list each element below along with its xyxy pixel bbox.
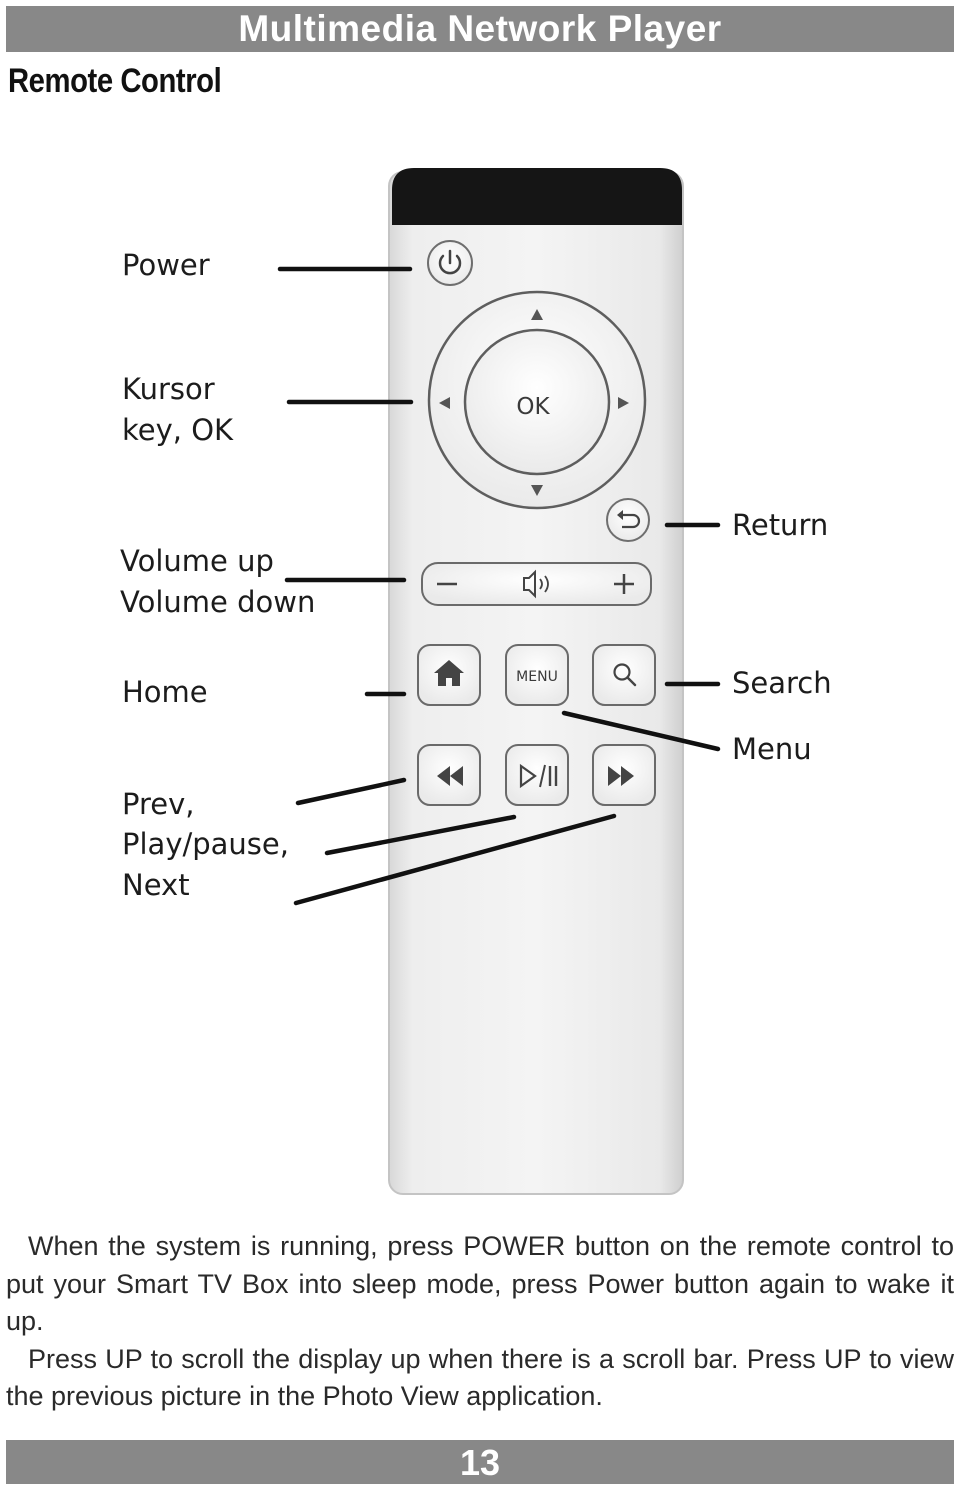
arrow-left-icon	[439, 397, 450, 409]
body-paragraph: Press UP to scroll the display up when t…	[6, 1343, 954, 1412]
home-icon	[434, 660, 464, 686]
ok-label: OK	[516, 394, 550, 420]
speaker-icon	[523, 569, 549, 599]
page-number: 13	[459, 1442, 501, 1483]
fast-forward-icon	[608, 766, 634, 786]
callout-menu: Menu	[732, 732, 812, 766]
callout-leader-lines	[277, 266, 721, 906]
callout-prev: Prev,	[122, 787, 195, 821]
leader-prev	[295, 777, 407, 806]
arrow-up-icon	[531, 309, 543, 320]
callout-kursor-line1: Kursor	[122, 372, 215, 406]
callout-play-pause: Play/pause,	[122, 827, 289, 861]
callout-kursor-line2: key, OK	[122, 413, 234, 447]
play-pause-icon	[519, 763, 558, 789]
menu-button[interactable]: MENU	[505, 644, 569, 706]
callout-volume-down: Volume down	[120, 585, 316, 619]
power-icon	[438, 249, 462, 275]
header-title: Multimedia Network Player	[238, 8, 722, 49]
arrow-right-icon	[618, 397, 629, 409]
leader-menu	[561, 710, 721, 752]
remote-control-diagram: OK MENU	[277, 168, 721, 1195]
arrow-down-icon	[531, 485, 543, 496]
volume-rocker[interactable]	[421, 562, 652, 606]
callout-home: Home	[122, 675, 208, 709]
power-button[interactable]	[427, 240, 473, 286]
callout-volume-up: Volume up	[120, 544, 274, 578]
search-icon	[613, 663, 637, 687]
next-button[interactable]	[592, 744, 656, 806]
callout-next: Next	[122, 868, 190, 902]
body-text: When the system is running, press POWER …	[6, 1228, 954, 1416]
callout-power: Power	[122, 248, 210, 282]
prev-button[interactable]	[417, 744, 481, 806]
ir-window	[392, 168, 682, 225]
callout-return: Return	[732, 508, 829, 542]
page-header: Multimedia Network Player	[6, 6, 954, 52]
search-button[interactable]	[592, 644, 656, 706]
plus-icon	[614, 574, 634, 594]
home-button[interactable]	[417, 644, 481, 706]
page-footer: 13	[6, 1440, 954, 1484]
body-paragraph: When the system is running, press POWER …	[6, 1231, 954, 1336]
return-button[interactable]	[606, 498, 650, 542]
return-icon	[617, 510, 641, 529]
menu-label: MENU	[516, 669, 558, 685]
section-title: Remote Control	[8, 62, 222, 100]
leader-next	[293, 813, 617, 906]
ok-button[interactable]: OK	[463, 328, 611, 476]
play-pause-button[interactable]	[505, 744, 569, 806]
rewind-icon	[437, 766, 463, 786]
callout-search: Search	[732, 666, 832, 700]
leader-play-pause	[324, 814, 517, 856]
